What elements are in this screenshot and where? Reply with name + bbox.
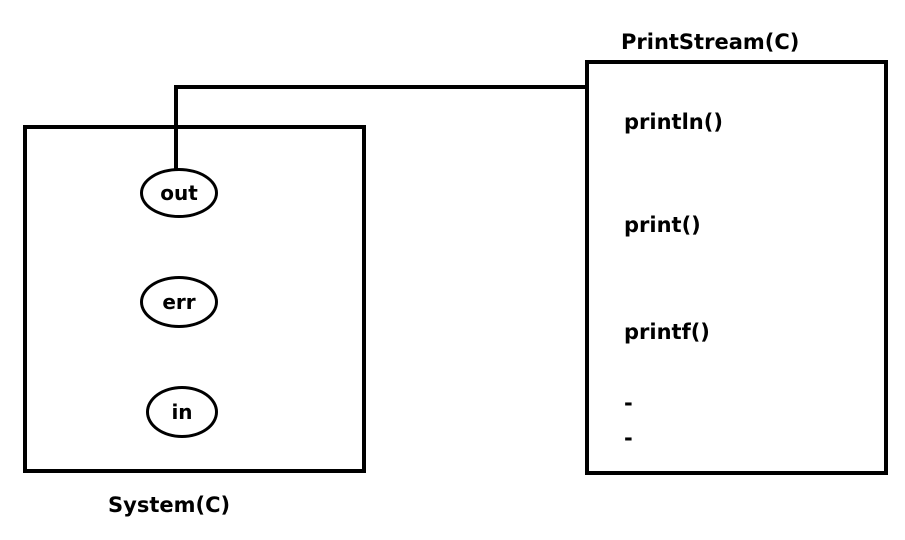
method-println: println()	[624, 110, 723, 134]
field-out-oval: out	[140, 168, 218, 218]
field-err-label: err	[162, 290, 196, 314]
field-in-oval: in	[146, 386, 218, 438]
printstream-class-label: PrintStream(C)	[621, 30, 800, 54]
method-ellipsis-1: -	[624, 391, 633, 415]
method-print: print()	[624, 213, 701, 237]
field-out-label: out	[160, 181, 198, 205]
system-class-label: System(C)	[108, 493, 231, 517]
method-ellipsis-2: -	[624, 426, 633, 450]
field-in-label: in	[171, 400, 193, 424]
printstream-class-box	[585, 60, 888, 475]
method-printf: printf()	[624, 320, 710, 344]
field-err-oval: err	[140, 276, 218, 328]
